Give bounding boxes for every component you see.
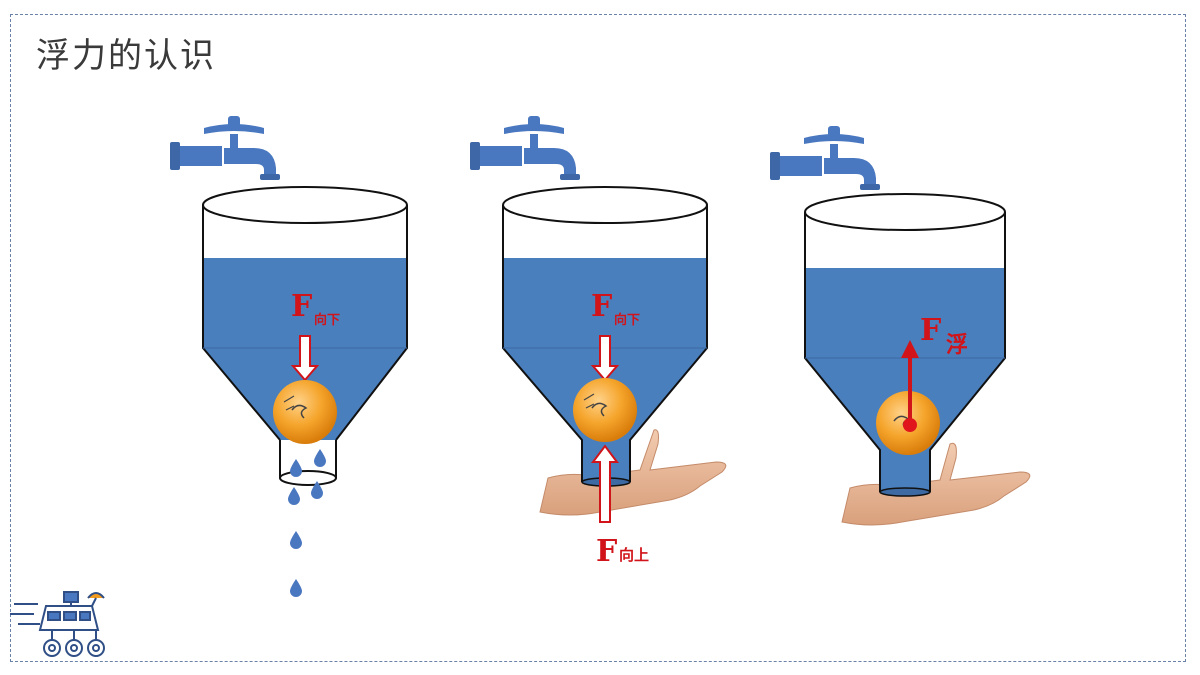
- faucet-icon: [770, 126, 880, 190]
- force-label-main: F: [291, 289, 312, 324]
- force-arrow-down: [290, 335, 320, 382]
- ping-pong-ball: [573, 378, 637, 442]
- hand-icon: [841, 442, 1031, 526]
- neck-opening: [279, 470, 337, 486]
- force-label-sub: 向上: [619, 546, 649, 564]
- funnel-rim: [202, 186, 408, 224]
- force-arrow-down: [590, 335, 620, 382]
- slide-frame: [10, 14, 1186, 662]
- funnel-rim: [502, 186, 708, 224]
- force-label-main: F: [596, 534, 617, 569]
- faucet-icon: [470, 116, 580, 180]
- funnel-outline: [502, 205, 708, 482]
- hand-icon: [539, 429, 727, 516]
- water-drop-icon: [288, 487, 300, 505]
- water-drop-icon: [290, 579, 302, 597]
- force-arrow-up: [591, 444, 619, 523]
- force-label-sub: 浮: [946, 332, 968, 358]
- rover-robot-icon: [10, 591, 105, 657]
- force-label-sub: 向下: [614, 312, 640, 328]
- force-origin-dot: [903, 418, 917, 432]
- funnel-neck: [279, 440, 337, 478]
- ping-pong-ball: [273, 380, 337, 444]
- water-drop-icon: [314, 449, 326, 467]
- force-label-main: F: [591, 289, 612, 324]
- water-drop-icon: [290, 459, 302, 477]
- funnel-rim: [804, 193, 1006, 231]
- force-label-sub: 向下: [314, 312, 340, 328]
- funnel-outline: [804, 212, 1006, 492]
- water-drop-icon: [290, 531, 302, 549]
- force-label-main: F: [920, 313, 941, 348]
- arrow-head: [901, 340, 919, 358]
- panel-1-no-bottom: F 向下: [170, 116, 408, 597]
- panel-2-hand-blocked: F 向下 F 向上: [470, 116, 727, 569]
- neck-bottom: [879, 487, 931, 497]
- water-fill: [805, 268, 1005, 492]
- faucet-icon: [170, 116, 280, 180]
- panel-3-floating: F 浮: [770, 126, 1031, 526]
- page-title: 浮力的认识: [36, 36, 216, 76]
